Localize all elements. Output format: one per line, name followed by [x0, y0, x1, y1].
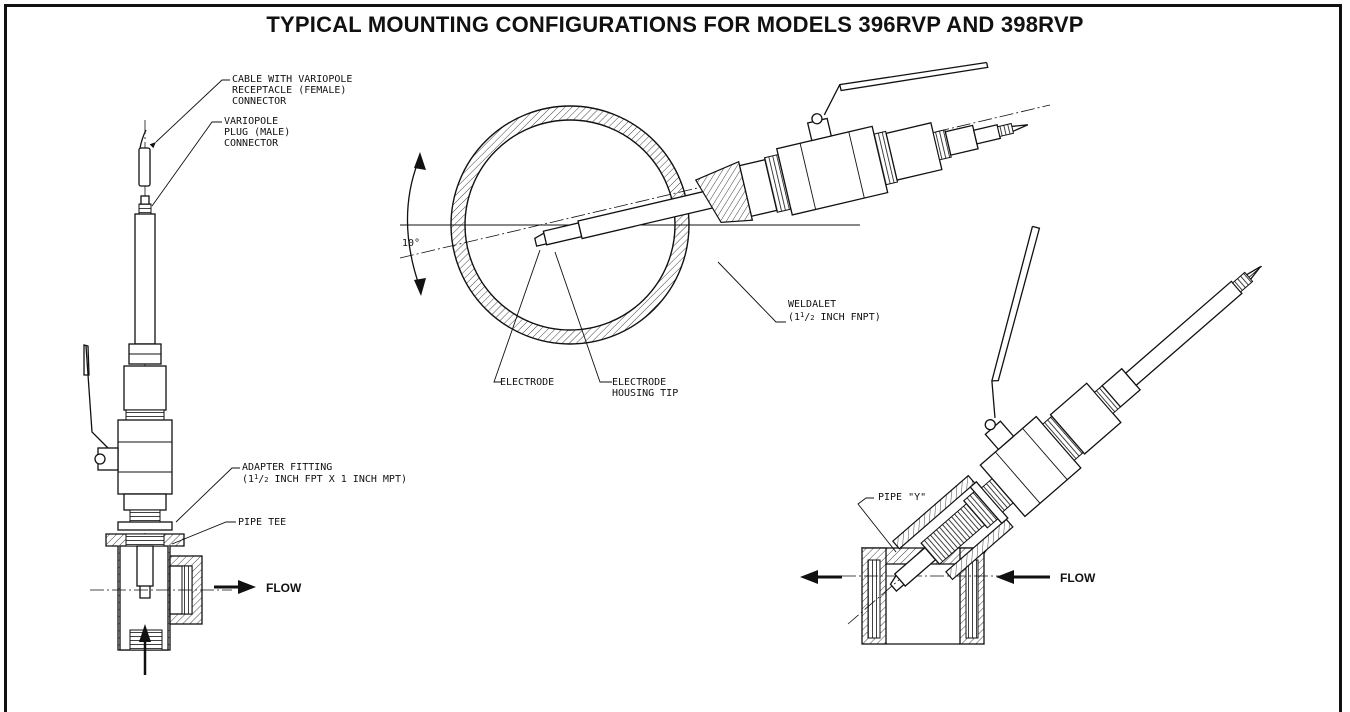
pipe-y-leader: [857, 497, 897, 553]
cable-label-2: RECEPTACLE (FEMALE): [232, 85, 346, 96]
pipe-tee-label: PIPE TEE: [238, 517, 286, 528]
tee-leader: [171, 521, 236, 545]
pipe-y-label: PIPE "Y": [878, 492, 926, 503]
housing-leader: [554, 251, 612, 383]
electrode-label: ELECTRODE: [500, 377, 554, 388]
adapter-leader: [175, 467, 240, 523]
adapter-threads: [129, 509, 161, 523]
adapter-label-2: (11/2 INCH FPT X 1 INCH MPT): [242, 473, 407, 485]
plug-label-3: CONNECTOR: [224, 138, 279, 149]
cable-label-1: CABLE WITH VARIOPOLE: [232, 74, 352, 85]
weldalet-ball-valve: [775, 125, 889, 216]
plug-threads: [138, 203, 152, 215]
electrode-tube: [134, 213, 156, 345]
flow-label-tee: FLOW: [266, 581, 302, 595]
cable-wire: [139, 129, 147, 149]
angle-arc: [406, 161, 421, 289]
drawing-border: [4, 4, 1342, 712]
weldalet-valve-handle: [823, 61, 987, 116]
flow-label-y: FLOW: [1060, 571, 1096, 585]
probe-assembly: [534, 61, 1029, 247]
electrode-tip: [139, 586, 151, 599]
flow-arrow-up: [139, 624, 151, 642]
valve-handle-grip: [83, 344, 90, 376]
weldalet-label-1: WELDALET: [788, 299, 836, 310]
ball-valve-body: [117, 419, 173, 495]
housing-label-2: HOUSING TIP: [612, 388, 678, 399]
weldalet: [694, 160, 754, 224]
weldalet-configuration: 10° ELECTRODE ELECTRODE HOUSING TIP WELD…: [399, 61, 1051, 399]
pipe-y-tube: [1124, 280, 1243, 387]
housing-label-1: ELECTRODE: [612, 377, 666, 388]
receptacle-connector: [138, 147, 151, 187]
plug-label-2: PLUG (MALE): [224, 127, 290, 138]
valve-handle: [85, 345, 109, 449]
cable-leader: [149, 79, 230, 149]
electrode-leader: [493, 249, 541, 383]
angle-label: 10°: [402, 238, 420, 249]
electrode-tip-weldalet: [534, 232, 547, 247]
plug-label-1: VARIOPOLE: [224, 116, 278, 127]
adapter-fitting: [117, 521, 173, 531]
adapter-label-1: ADAPTER FITTING: [242, 462, 332, 473]
weldalet-leader: [717, 261, 786, 323]
cable-label-3: CONNECTOR: [232, 96, 287, 107]
tee-configuration: CABLE WITH VARIOPOLE RECEPTACLE (FEMALE)…: [83, 74, 407, 675]
flow-arrow-right: [238, 580, 256, 594]
weldalet-label-2: (11/2 INCH FNPT): [788, 311, 881, 323]
pipe-y-configuration: FLOW PIPE "Y": [800, 225, 1263, 645]
flow-arrow-inlet: [996, 570, 1014, 584]
flow-arrow-left: [800, 570, 818, 584]
page-title: TYPICAL MOUNTING CONFIGURATIONS FOR MODE…: [266, 12, 1084, 37]
upper-housing: [123, 365, 167, 411]
pipe-y-probe: [889, 225, 1262, 593]
pipe-y-electrode: [893, 546, 937, 587]
plug-leader: [151, 121, 222, 207]
